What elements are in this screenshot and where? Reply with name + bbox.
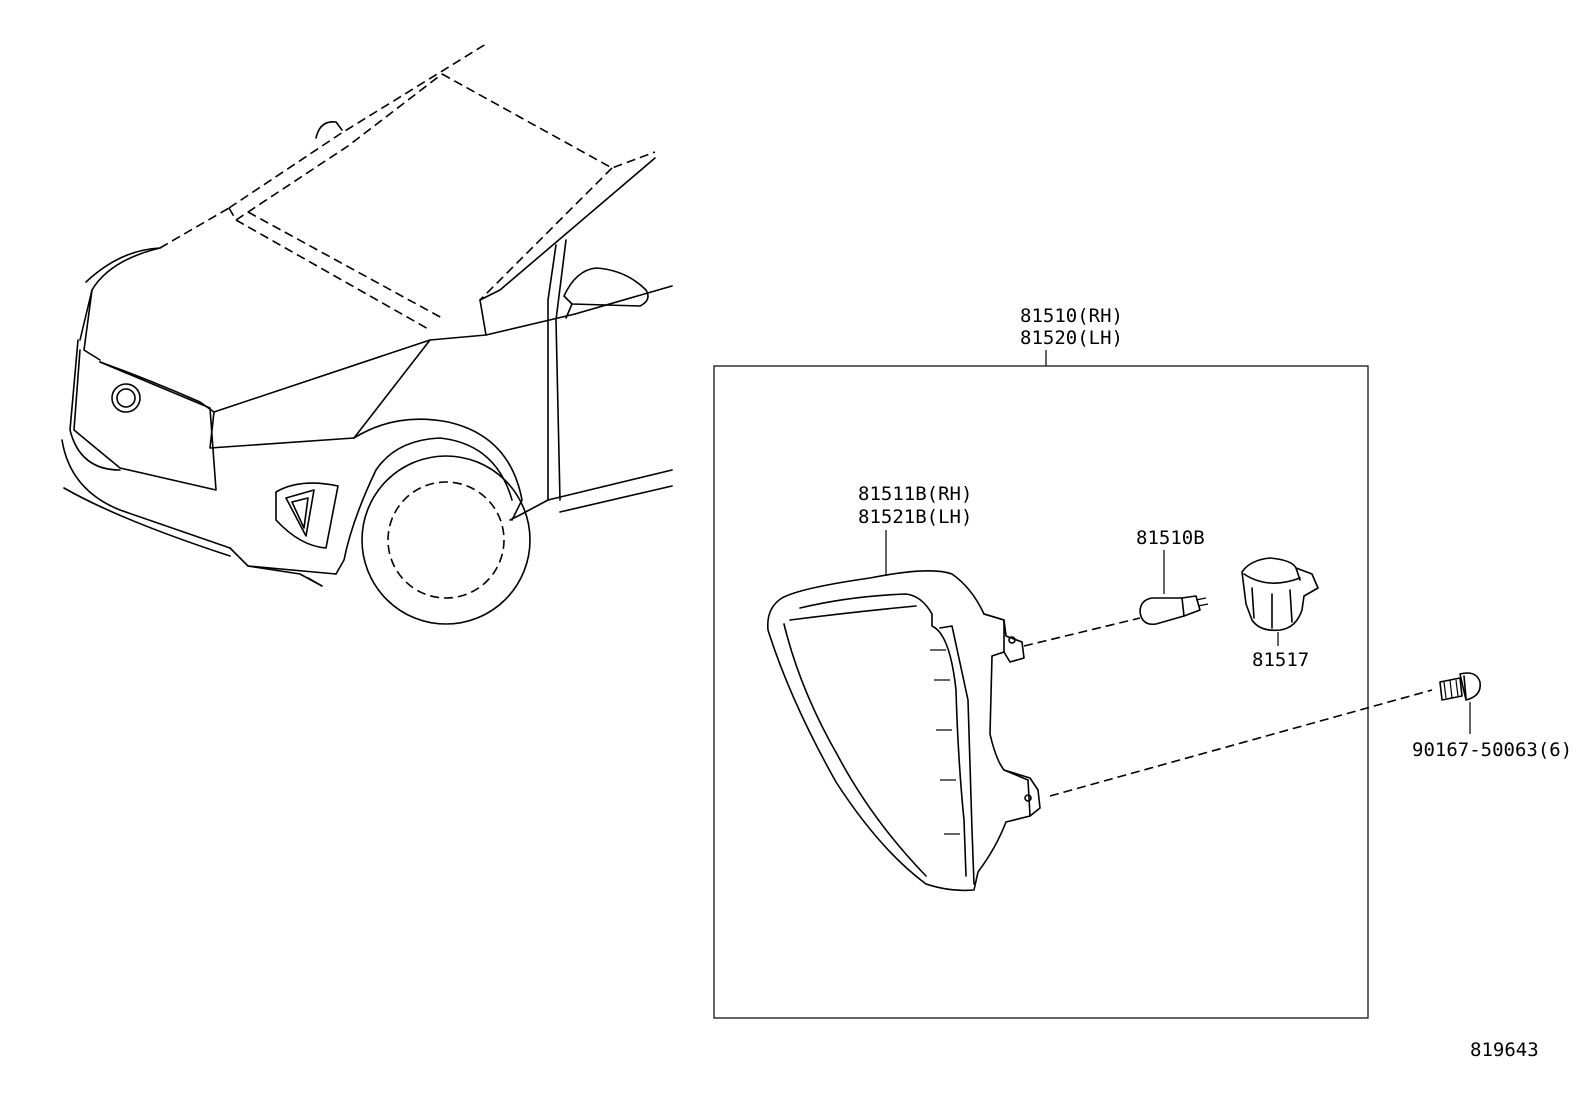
illustration-id: 819643 bbox=[1470, 1039, 1539, 1061]
bulb-part-label: 81510B bbox=[1136, 527, 1205, 549]
screw-part-label: 90167-50063(6) bbox=[1412, 739, 1572, 761]
assembly-box bbox=[713, 365, 1369, 1019]
lens-part-lh-label: 81521B(LH) bbox=[858, 506, 972, 528]
screw-connector-line bbox=[1049, 689, 1433, 797]
lens-part-rh-label: 81511B(RH) bbox=[858, 483, 972, 505]
bulb-icon bbox=[1139, 595, 1209, 626]
screw-icon bbox=[1439, 672, 1482, 701]
assembly-part-lh-label: 81520(LH) bbox=[1020, 327, 1123, 349]
assembly-part-rh-label: 81510(RH) bbox=[1020, 305, 1123, 327]
fog-lamp-housing bbox=[766, 570, 1041, 892]
socket-icon bbox=[1241, 557, 1319, 632]
vehicle-front-illustration bbox=[61, 43, 673, 625]
socket-part-label: 81517 bbox=[1252, 649, 1309, 671]
bulb-connector-line bbox=[1023, 617, 1141, 647]
